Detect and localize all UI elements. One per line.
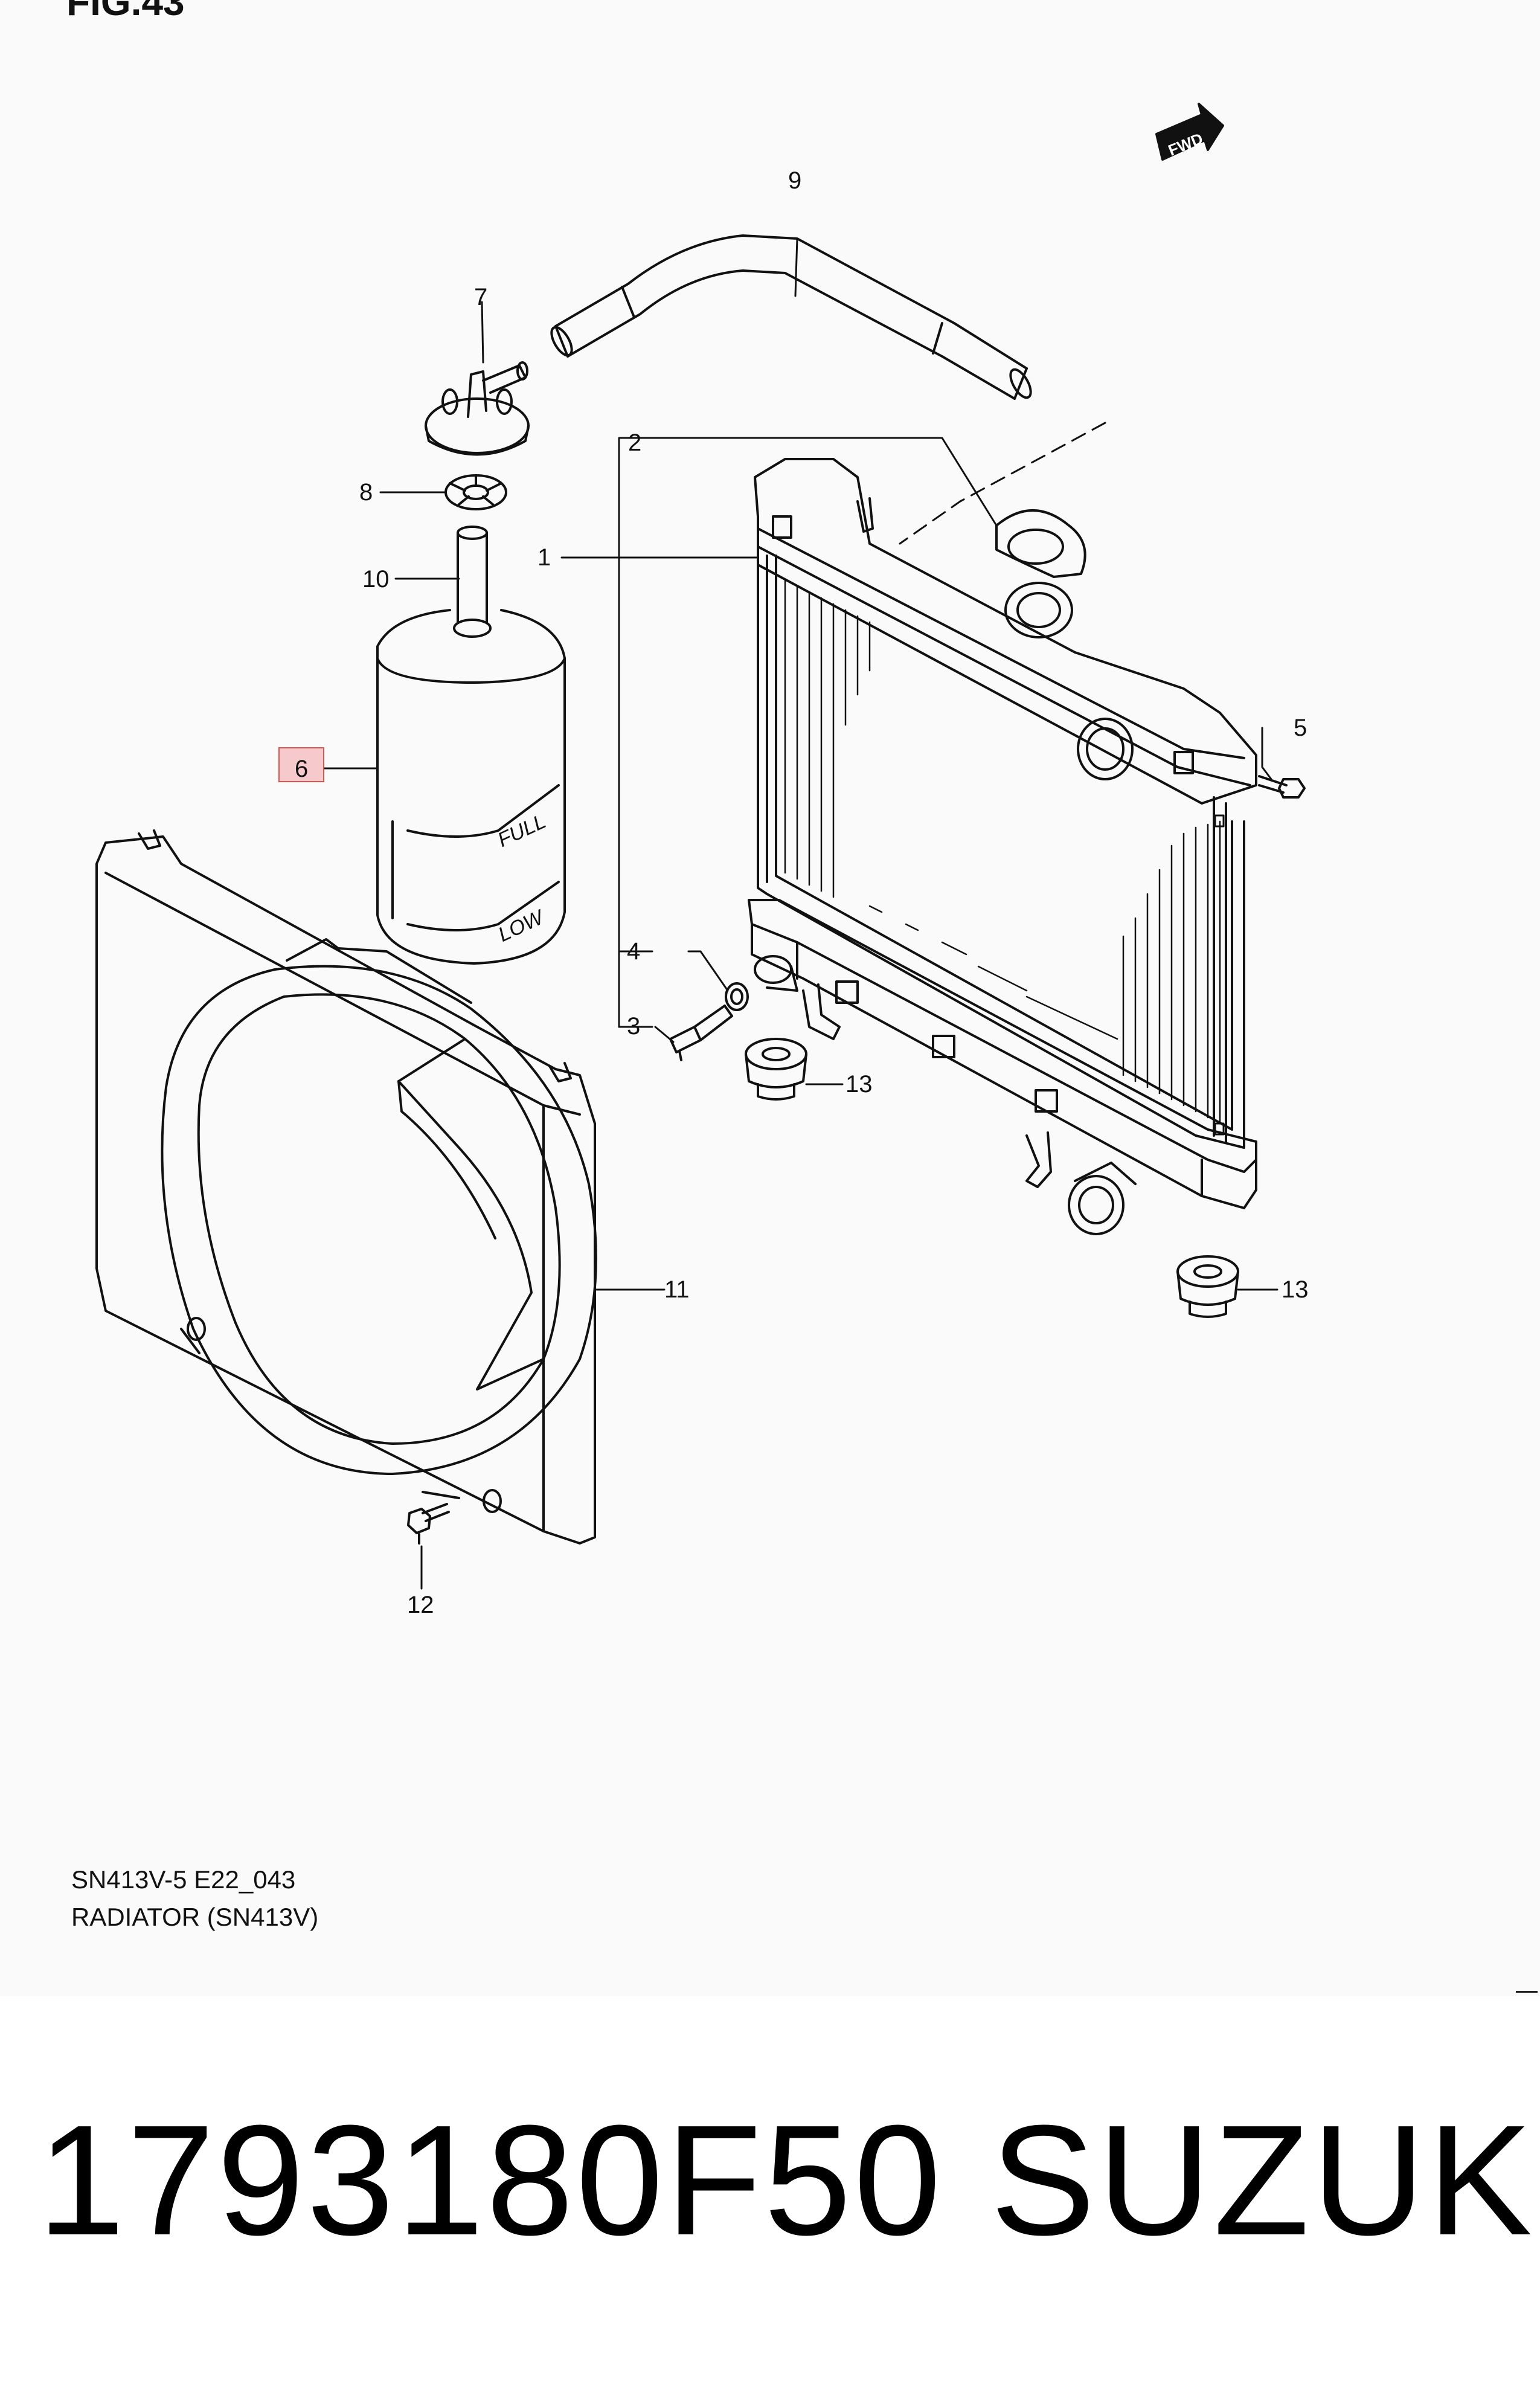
callout-7[interactable]: 7 — [474, 284, 487, 310]
part-fan-shroud — [95, 829, 597, 1545]
callout-4[interactable]: 4 — [627, 938, 640, 965]
corner-mark — [1516, 1991, 1538, 1993]
fwd-arrow-icon: FWD — [1155, 103, 1224, 161]
callout-9[interactable]: 9 — [788, 167, 801, 194]
part-mount-cushion-lower — [1176, 1255, 1239, 1318]
callout-12[interactable]: 12 — [407, 1592, 434, 1618]
part-gasket — [444, 474, 507, 510]
callout-1[interactable]: 1 — [537, 544, 551, 571]
leader-lines — [307, 237, 1279, 1590]
full-level-mark: FULL — [494, 810, 549, 852]
part-number-text: 1793180F50 — [37, 2093, 944, 2268]
callout-2[interactable]: 2 — [628, 429, 641, 456]
part-hose — [550, 234, 1032, 400]
part-mount-cushion-upper — [745, 1038, 807, 1101]
callout-6[interactable]: 6 — [295, 756, 308, 782]
part-reservoir-pipe — [453, 526, 492, 638]
callout-8[interactable]: 8 — [359, 479, 373, 506]
diagram-title: RADIATOR (SN413V) — [71, 1903, 319, 1931]
callout-10[interactable]: 10 — [362, 566, 390, 593]
parts-diagram: FIG.43 FWD — [66, 0, 1538, 1993]
highlight-box-part-6 — [278, 747, 324, 782]
part-temp-sensor — [669, 1005, 733, 1061]
part-reservoir-cap — [425, 361, 530, 456]
part-o-ring — [725, 982, 749, 1011]
part-bolt-right — [1258, 775, 1306, 799]
part-reservoir-tank: FULL LOW — [376, 609, 566, 965]
figure-label: FIG.43 — [66, 0, 185, 24]
callout-13-upper[interactable]: 13 — [845, 1071, 873, 1098]
brand-text: SUZUKI — [990, 2093, 1540, 2268]
low-level-mark: LOW — [495, 905, 548, 947]
callout-11[interactable]: 11 — [664, 1276, 690, 1303]
callout-13-lower[interactable]: 13 — [1282, 1276, 1309, 1303]
callout-5[interactable]: 5 — [1294, 715, 1307, 741]
diagram-svg: FWD — [95, 103, 1309, 1618]
part-radiator — [748, 458, 1257, 1235]
part-bolt-lower — [407, 1503, 450, 1545]
diagram-code: SN413V-5 E22_043 — [71, 1865, 296, 1894]
callout-3[interactable]: 3 — [627, 1013, 640, 1040]
